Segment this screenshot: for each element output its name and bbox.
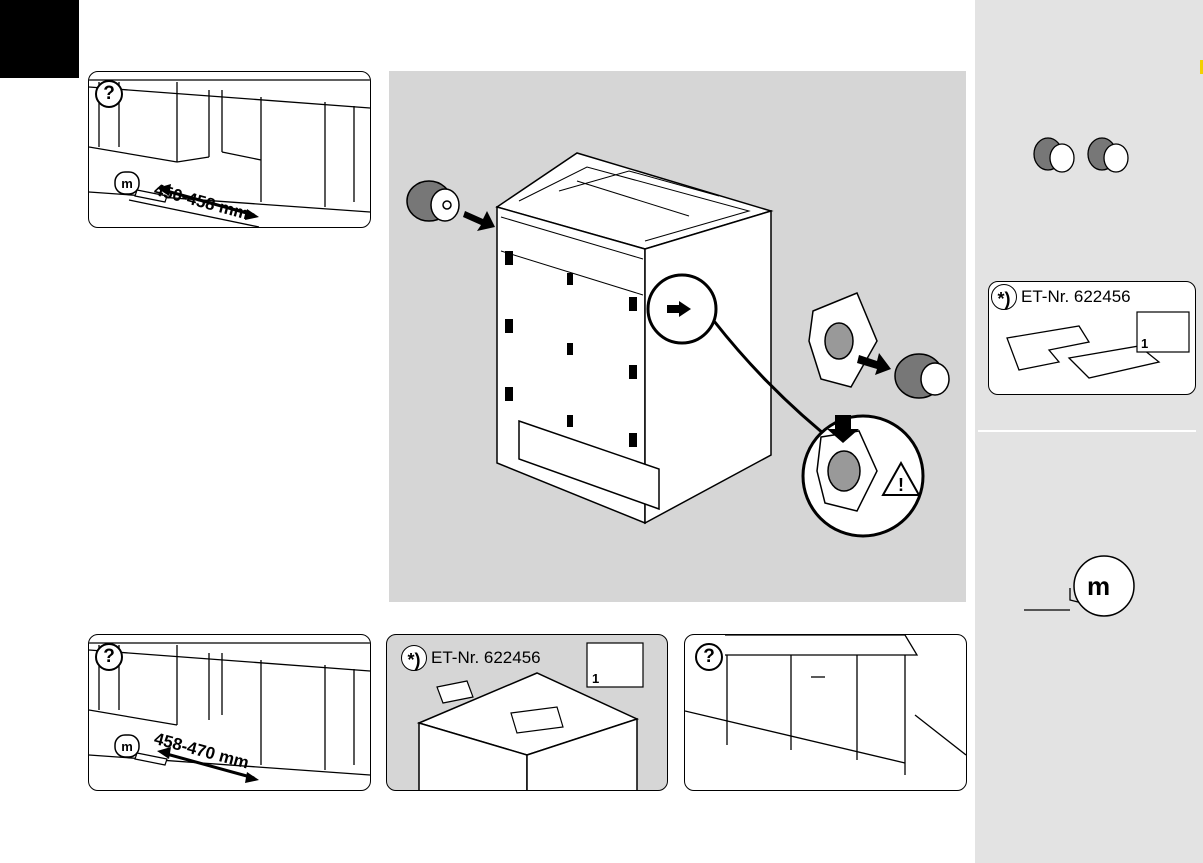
svg-text:1: 1 <box>1141 336 1148 351</box>
installed-cabinet-panel: ? <box>684 634 967 791</box>
glide-right <box>809 293 949 398</box>
page-tab-marker <box>0 0 79 78</box>
part-number-label: *) ET-Nr. 622456 <box>401 645 541 671</box>
note-icon: *) <box>401 645 427 671</box>
svg-text:m: m <box>121 739 133 754</box>
help-icon: ? <box>695 643 723 671</box>
cabinet-width-panel-bottom: m ? 458-470 mm <box>88 634 371 791</box>
booklet-icon: 1 <box>1137 312 1189 352</box>
parts-panel: 1 *) ET-Nr. 622456 <box>988 281 1196 395</box>
help-icon: ? <box>95 80 123 108</box>
tape-measure-icon-large <box>1024 560 1144 620</box>
note-icon: *) <box>991 284 1017 310</box>
sidebar-divider <box>978 430 1196 432</box>
cabinet-width-panel-top: m ? 450-458 mm <box>88 71 371 228</box>
glide-left <box>407 181 495 231</box>
help-icon: ? <box>95 643 123 671</box>
booklet-icon: 1 <box>587 643 643 687</box>
part-number-text: ET-Nr. 622456 <box>431 648 541 668</box>
part-number-text: ET-Nr. 622456 <box>1021 287 1131 307</box>
dishwasher-illustration: ! <box>389 71 966 602</box>
part-number-label: *) ET-Nr. 622456 <box>991 284 1131 310</box>
svg-text:1: 1 <box>592 671 599 686</box>
svg-text:m: m <box>121 176 133 191</box>
main-illustration-panel: ! <box>389 71 966 602</box>
mounting-bracket-panel: 1 *) ET-Nr. 622456 <box>386 634 668 791</box>
kitchen-cabinet-illustration <box>685 635 966 790</box>
glide-parts-icon <box>1030 130 1150 190</box>
tape-measure-label: m <box>1087 571 1110 602</box>
svg-text:!: ! <box>898 475 904 495</box>
